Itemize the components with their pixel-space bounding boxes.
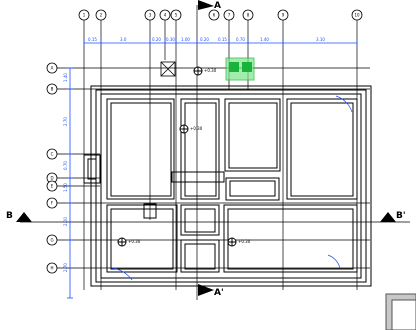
dim-label: 0.20: [200, 37, 209, 42]
grid-bubble-label: A: [51, 66, 54, 71]
section-label-b-right: B': [396, 211, 406, 221]
grid-bubble-label: D: [50, 176, 53, 181]
level-text: +0.30: [238, 239, 251, 244]
level-text: +0.30: [190, 126, 203, 131]
grid-bubble-label: F: [51, 201, 54, 206]
section-markers: A A' B B': [6, 0, 406, 298]
grid-bubble-label: H: [50, 266, 53, 271]
grid-bubble-icon: 3: [144, 9, 156, 21]
grid-bubble-label: 2: [100, 13, 103, 18]
level-marker-icon: +0.30: [179, 124, 203, 134]
column-symbol: [160, 61, 176, 77]
grid-bubble-icon: F: [46, 197, 58, 209]
dim-label: 0.30: [166, 37, 175, 42]
grid-bubble-label: 3: [149, 13, 152, 18]
grid-bubble-icon: 8: [242, 9, 254, 21]
grid-bubble-label: 1: [83, 13, 86, 18]
left-dimension-labels: 1.40 2.70 0.70 1.50 2.00 2.70: [63, 73, 68, 272]
grid-bubble-icon: 10: [351, 9, 363, 21]
dim-label: 1.00: [181, 37, 190, 42]
grid-bubble-icon: 7: [223, 9, 235, 21]
section-arrow-icon: A: [198, 0, 221, 11]
grid-bubble-icon: 2: [95, 9, 107, 21]
dim-label: 2.70: [63, 117, 68, 126]
grid-bubble-label: 7: [228, 13, 231, 18]
grid-bubble-label: E: [51, 184, 54, 189]
section-arrow-icon: B: [6, 211, 32, 222]
section-label-b-left: B: [6, 211, 13, 221]
dim-label: 1.40: [63, 73, 68, 82]
top-dimension-labels: 0.15 3.0 0.20 0.30 1.00 0.20 0.15 0.70 1…: [88, 37, 325, 42]
grid-bubbles-left: A B C D E F G H: [46, 62, 58, 274]
top-dimension-line: [83, 40, 358, 46]
dim-label: 1.50: [63, 183, 68, 192]
grid-bubble-label: 8: [247, 13, 250, 18]
dim-label: 3.0: [120, 37, 127, 42]
dim-label: 0.15: [88, 37, 97, 42]
outer-walls: [90, 85, 372, 287]
level-marker-icon: +0.30: [227, 237, 251, 247]
grid-bubble-label: 4: [164, 13, 167, 18]
level-marker-icon: +0.30: [117, 237, 141, 247]
grid-bubble-icon: 6: [208, 9, 220, 21]
left-dimension-line: [67, 67, 73, 299]
grid-bubble-label: 6: [213, 13, 216, 18]
viewport-thumbnail[interactable]: [385, 293, 416, 330]
section-arrow-icon: B': [380, 211, 406, 222]
dim-label: 0.20: [152, 37, 161, 42]
grid-bubbles-top: 1 2 3 4 5 6 7 8 9 10: [78, 9, 363, 21]
grid-bubble-label: 5: [175, 13, 178, 18]
grid-lines: [20, 5, 410, 300]
dim-label: 2.70: [63, 263, 68, 272]
dim-label: 1.40: [260, 37, 269, 42]
grid-bubble-icon: 9: [277, 9, 289, 21]
grid-bubble-icon: C: [46, 148, 58, 160]
grid-bubble-icon: A: [46, 62, 58, 74]
level-text: +0.30: [204, 68, 217, 73]
grid-bubble-label: B: [51, 87, 54, 92]
grid-bubble-icon: B: [46, 83, 58, 95]
dim-label: 0.15: [218, 37, 227, 42]
grid-bubble-label: 10: [354, 13, 360, 18]
grid-bubble-icon: 5: [170, 9, 182, 21]
grid-bubble-icon: H: [46, 262, 58, 274]
grid-bubble-label: G: [50, 238, 53, 243]
grid-bubble-icon: E: [46, 180, 58, 192]
dim-label: 0.70: [63, 161, 68, 170]
section-label-a-bottom: A': [214, 288, 224, 298]
grid-bubble-label: 9: [282, 13, 285, 18]
dim-label: 0.70: [236, 37, 245, 42]
level-text: +0.30: [128, 239, 141, 244]
selected-object[interactable]: [225, 57, 255, 81]
rooms: [83, 98, 358, 273]
section-arrow-icon: A': [198, 284, 224, 298]
level-markers: +0.30 +0.30 +0.30 +0.30: [117, 66, 251, 247]
door-swings: [111, 95, 353, 281]
section-label-a-top: A: [214, 1, 221, 11]
dim-label: 2.00: [63, 217, 68, 226]
dim-label: 3.10: [316, 37, 325, 42]
grid-bubble-icon: 4: [159, 9, 171, 21]
level-marker-icon: +0.30: [193, 66, 217, 76]
grid-bubble-icon: 1: [78, 9, 90, 21]
grid-bubble-label: C: [51, 152, 54, 157]
grid-bubble-icon: G: [46, 234, 58, 246]
